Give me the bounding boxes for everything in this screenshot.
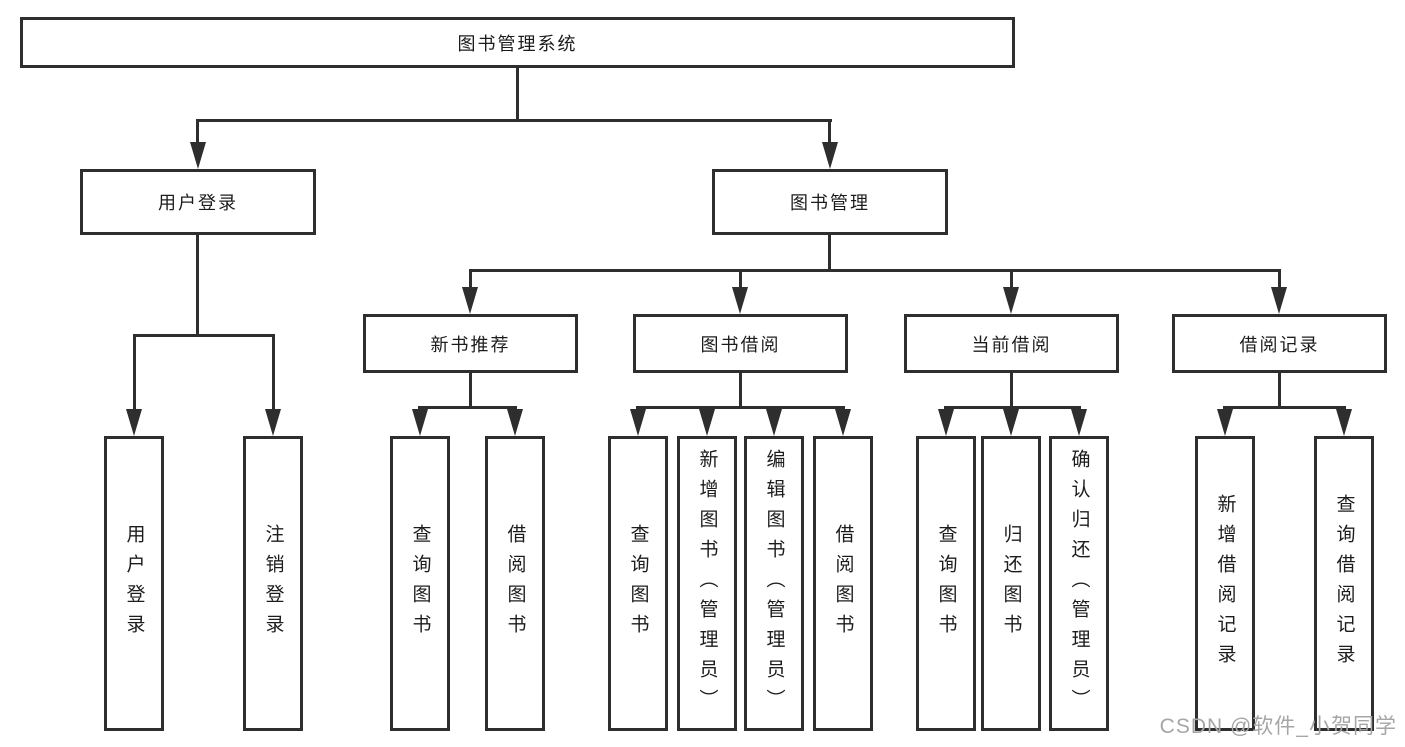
- node-book-management-label: 图书管理: [790, 193, 870, 213]
- connector-drop-group: [1010, 269, 1013, 291]
- node-current-borrow: 当前借阅: [904, 314, 1119, 373]
- node-user-login: 用户登录: [80, 169, 316, 235]
- leaf-label: 查询借阅记录: [1333, 493, 1355, 674]
- leaf-recommend-borrow-books: 借阅图书: [485, 436, 545, 731]
- arrow-down-icon: [1003, 287, 1019, 314]
- arrow-down-icon: [630, 409, 646, 436]
- arrow-down-icon: [1003, 409, 1019, 436]
- connector-group-stem: [739, 373, 742, 409]
- connector-drop-user-login: [196, 119, 199, 144]
- connector-group-rail: [418, 406, 517, 409]
- leaf-add-books-admin: 新增图书（管理员）: [677, 436, 737, 731]
- leaf-label: 确认归还（管理员）: [1068, 448, 1090, 719]
- leaf-add-borrow-record: 新增借阅记录: [1195, 436, 1255, 731]
- leaf-edit-books-admin: 编辑图书（管理员）: [744, 436, 804, 731]
- connector-book-mgmt-stem: [828, 235, 831, 272]
- arrow-down-icon: [507, 409, 523, 436]
- connector-user-login-stem: [196, 235, 199, 336]
- connector-user-login-rail: [133, 334, 275, 337]
- arrow-down-icon: [462, 287, 478, 314]
- leaf-label: 借阅图书: [832, 523, 854, 644]
- arrow-down-icon: [1071, 409, 1087, 436]
- node-new-book-recommend: 新书推荐: [363, 314, 578, 373]
- leaf-label: 编辑图书（管理员）: [763, 448, 785, 719]
- leaf-label: 借阅图书: [504, 523, 526, 644]
- connector-group-rail: [1223, 406, 1346, 409]
- connector-drop-group: [1278, 269, 1281, 291]
- connector-root-stem: [516, 68, 519, 120]
- connector-group-stem: [1010, 373, 1013, 409]
- arrow-down-icon: [126, 409, 142, 436]
- node-new-book-recommend-label: 新书推荐: [430, 334, 511, 355]
- arrow-down-icon: [190, 142, 206, 169]
- leaf-label: 查询图书: [627, 523, 649, 644]
- connector-drop-leaf: [272, 334, 275, 411]
- leaf-label: 注销登录: [262, 523, 284, 644]
- leaf-logout: 注销登录: [243, 436, 303, 731]
- node-book-management: 图书管理: [712, 169, 948, 235]
- node-book-borrow: 图书借阅: [633, 314, 848, 373]
- connector-group-stem: [1278, 373, 1281, 409]
- arrow-down-icon: [1271, 287, 1287, 314]
- arrow-down-icon: [835, 409, 851, 436]
- arrow-down-icon: [1217, 409, 1233, 436]
- leaf-confirm-return-admin: 确认归还（管理员）: [1049, 436, 1109, 731]
- node-borrow-records-label: 借阅记录: [1239, 334, 1320, 355]
- leaf-borrow-books: 借阅图书: [813, 436, 873, 731]
- leaf-borrow-query-books: 查询图书: [608, 436, 668, 731]
- csdn-watermark: CSDN @软件_小贺同学: [1159, 715, 1397, 738]
- connector-group-stem: [469, 373, 472, 409]
- leaf-current-query-books: 查询图书: [916, 436, 976, 731]
- leaf-label: 查询图书: [935, 523, 957, 644]
- node-book-borrow-label: 图书借阅: [700, 334, 781, 355]
- leaf-label: 归还图书: [1000, 523, 1022, 644]
- arrow-down-icon: [265, 409, 281, 436]
- leaf-label: 用户登录: [123, 523, 145, 644]
- connector-group-rail: [636, 406, 845, 409]
- arrow-down-icon: [1336, 409, 1352, 436]
- leaf-user-login: 用户登录: [104, 436, 164, 731]
- connector-drop-book-mgmt: [828, 119, 831, 144]
- leaf-label: 新增图书（管理员）: [696, 448, 718, 719]
- leaf-recommend-query-books: 查询图书: [390, 436, 450, 731]
- leaf-return-books: 归还图书: [981, 436, 1041, 731]
- connector-root-rail: [196, 119, 832, 122]
- connector-book-mgmt-rail: [469, 269, 1281, 272]
- arrow-down-icon: [766, 409, 782, 436]
- leaf-query-borrow-record: 查询借阅记录: [1314, 436, 1374, 731]
- arrow-down-icon: [699, 409, 715, 436]
- leaf-label: 新增借阅记录: [1214, 493, 1236, 674]
- leaf-label: 查询图书: [409, 523, 431, 644]
- node-root-label: 图书管理系统: [457, 33, 578, 54]
- node-borrow-records: 借阅记录: [1172, 314, 1387, 373]
- arrow-down-icon: [822, 142, 838, 169]
- connector-drop-group: [469, 269, 472, 291]
- connector-drop-group: [739, 269, 742, 291]
- arrow-down-icon: [938, 409, 954, 436]
- node-user-login-label: 用户登录: [158, 193, 238, 213]
- arrow-down-icon: [732, 287, 748, 314]
- arrow-down-icon: [412, 409, 428, 436]
- connector-drop-leaf: [133, 334, 136, 411]
- node-root: 图书管理系统: [20, 17, 1015, 68]
- connector-group-rail: [944, 406, 1081, 409]
- node-current-borrow-label: 当前借阅: [971, 334, 1052, 355]
